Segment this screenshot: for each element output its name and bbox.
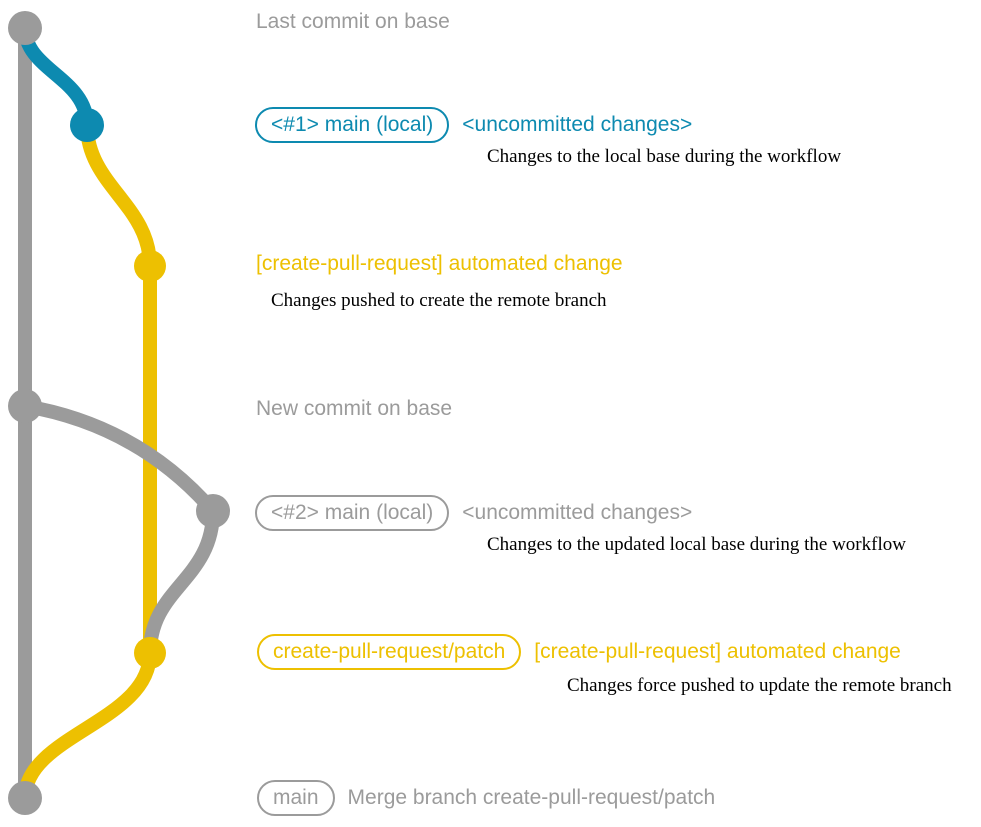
commit-2-description: Changes to the updated local base during…: [487, 534, 906, 555]
commit-1-headline: <uncommitted changes>: [462, 113, 693, 136]
row-automated-change-2: create-pull-request/patch [create-pull-r…: [257, 634, 901, 670]
edge-local-2-to-remote-2: [143, 504, 220, 660]
commit-2-headline: <uncommitted changes>: [462, 501, 693, 524]
automated-change-2-description: Changes force pushed to update the remot…: [567, 675, 952, 696]
row-merge: main Merge branch create-pull-request/pa…: [257, 780, 715, 816]
branch-pill-create-pull-request-patch[interactable]: create-pull-request/patch: [257, 634, 522, 670]
edge-base-to-local-1: [18, 21, 94, 132]
automated-change-2-headline: [create-pull-request] automated change: [534, 640, 901, 663]
node-remote-commit-1[interactable]: [134, 250, 166, 282]
branch-pill-main-local-2[interactable]: <#2> main (local): [255, 495, 450, 531]
branch-pill-main-local-1[interactable]: <#1> main (local): [255, 107, 450, 143]
row-automated-change-1: [create-pull-request] automated change: [256, 252, 623, 276]
automated-change-1-headline: [create-pull-request] automated change: [256, 252, 623, 275]
commit-1-description: Changes to the local base during the wor…: [487, 146, 842, 167]
node-remote-commit-2[interactable]: [134, 637, 166, 669]
new-commit-headline: New commit on base: [256, 397, 453, 420]
node-base-new-commit[interactable]: [8, 389, 42, 423]
row-commit-1: <#1> main (local) <uncommitted changes>: [255, 107, 692, 143]
edge-remote-2-to-merge: [18, 646, 157, 805]
node-local-commit-1[interactable]: [70, 108, 104, 142]
row-commit-2: <#2> main (local) <uncommitted changes>: [255, 495, 692, 531]
node-base-merge-commit[interactable]: [8, 781, 42, 815]
node-base-last-commit[interactable]: [8, 11, 42, 45]
merge-headline: Merge branch create-pull-request/patch: [347, 786, 716, 809]
automated-change-1-description: Changes pushed to create the remote bran…: [271, 290, 607, 311]
last-commit-headline: Last commit on base: [256, 10, 450, 33]
node-local-commit-2[interactable]: [196, 494, 230, 528]
row-new-commit: New commit on base: [256, 397, 452, 421]
row-last-commit: Last commit on base: [256, 10, 450, 34]
edge-base-to-local-2: [18, 399, 220, 518]
branch-pill-main[interactable]: main: [257, 780, 335, 816]
edge-local-1-to-remote-1: [80, 118, 157, 273]
